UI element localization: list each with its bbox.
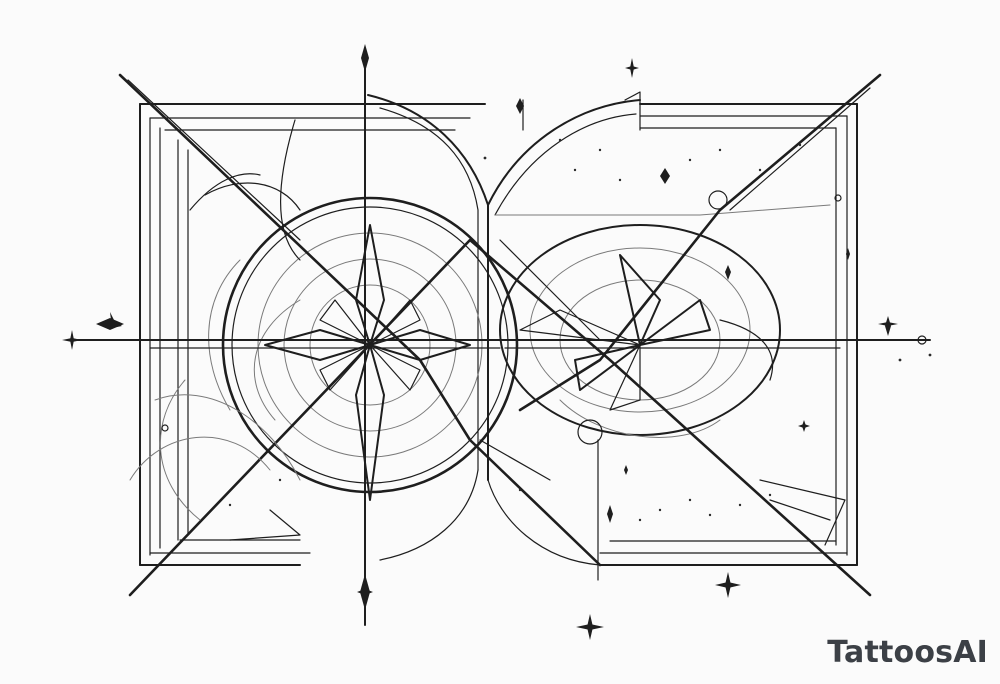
left-square-frame (139, 103, 486, 566)
vertical-axis (364, 54, 599, 626)
left-compass-rings (208, 196, 519, 494)
diagonal-lines (118, 73, 882, 597)
right-compass-rings (499, 224, 781, 438)
compass-rose-icon (264, 224, 471, 501)
watermark-logo: TattoosAI (827, 635, 988, 670)
right-frame-sweeps (161, 99, 846, 546)
sparkle-star-icon (62, 44, 898, 640)
central-arches (367, 91, 831, 566)
right-square-frame (599, 103, 858, 566)
horizontal-axis (67, 335, 931, 349)
stardust-dots (228, 138, 932, 522)
right-compass-star (519, 254, 711, 411)
left-frame-sweeps (129, 119, 301, 541)
